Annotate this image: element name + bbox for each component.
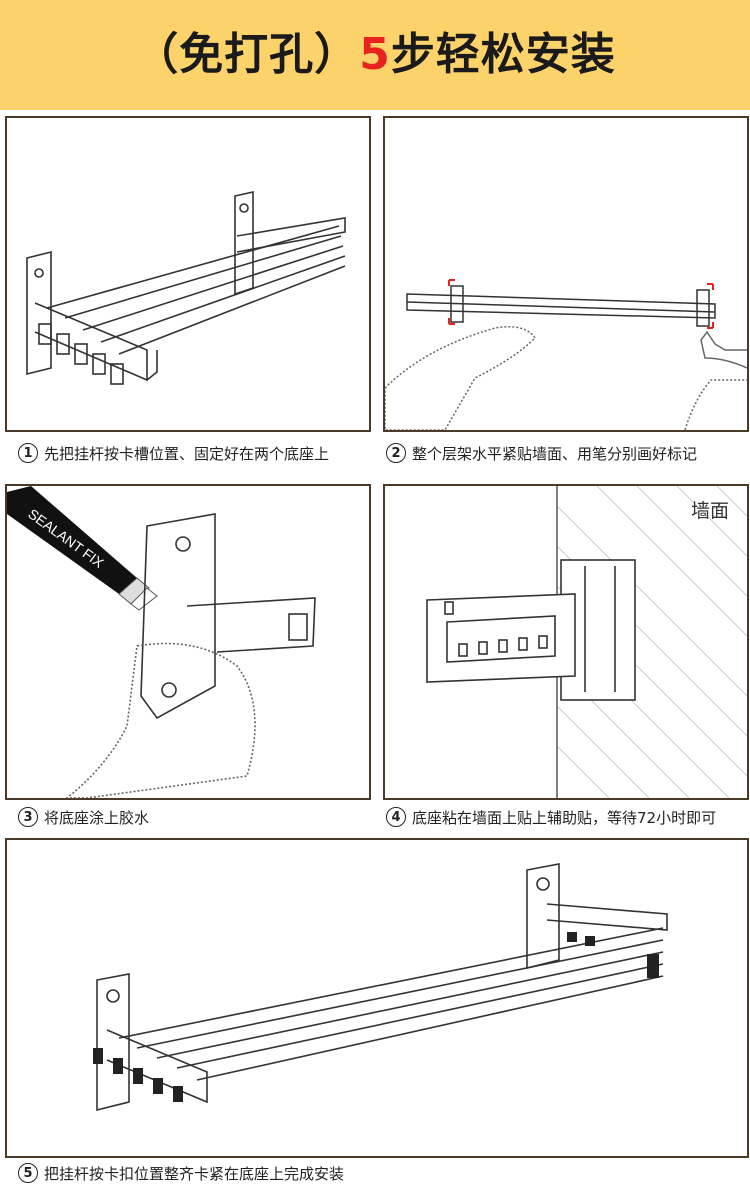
title-accent-number: 5 <box>359 29 391 80</box>
page-title: （免打孔）5步轻松安装 <box>0 0 750 110</box>
step-4-caption: 4 底座粘在墙面上贴上辅助贴，等待72小时即可 <box>386 802 716 832</box>
step-text: 整个层架水平紧贴墙面、用笔分别画好标记 <box>412 444 698 463</box>
title-left: （免打孔） <box>134 29 360 80</box>
step-2-image <box>383 116 749 432</box>
step-number: 2 <box>386 443 406 463</box>
glue-tube-icon: SEALANT FIX <box>7 486 316 798</box>
step-number: 5 <box>18 1163 38 1183</box>
tube-label: SEALANT FIX <box>25 505 107 571</box>
marking-rack-icon <box>385 279 747 430</box>
towel-rack-icon <box>26 191 346 385</box>
step-number: 3 <box>18 807 38 827</box>
step-text: 先把挂杆按卡槽位置、固定好在两个底座上 <box>44 444 330 463</box>
step-number: 1 <box>18 443 38 463</box>
finished-rack-icon <box>93 863 668 1112</box>
step-1-caption: 1 先把挂杆按卡槽位置、固定好在两个底座上 <box>18 438 329 468</box>
step-5-caption: 5 把挂杆按卡扣位置整齐卡紧在底座上完成安装 <box>18 1158 344 1188</box>
step-5-image <box>5 838 749 1158</box>
step-2-caption: 2 整个层架水平紧贴墙面、用笔分别画好标记 <box>386 438 697 468</box>
step-text: 将底座涂上胶水 <box>44 808 150 827</box>
step-1-image <box>5 116 371 432</box>
step-3-image: SEALANT FIX <box>5 484 371 800</box>
step-3-caption: 3 将底座涂上胶水 <box>18 802 149 832</box>
step-text: 把挂杆按卡扣位置整齐卡紧在底座上完成安装 <box>44 1164 345 1183</box>
wall-mount-icon <box>426 486 747 798</box>
step-text: 底座粘在墙面上贴上辅助贴，等待72小时即可 <box>412 808 717 827</box>
step-4-image: 墙面 <box>383 484 749 800</box>
wall-label: 墙面 <box>690 500 729 522</box>
title-right: 步轻松安装 <box>390 29 616 80</box>
step-number: 4 <box>386 807 406 827</box>
